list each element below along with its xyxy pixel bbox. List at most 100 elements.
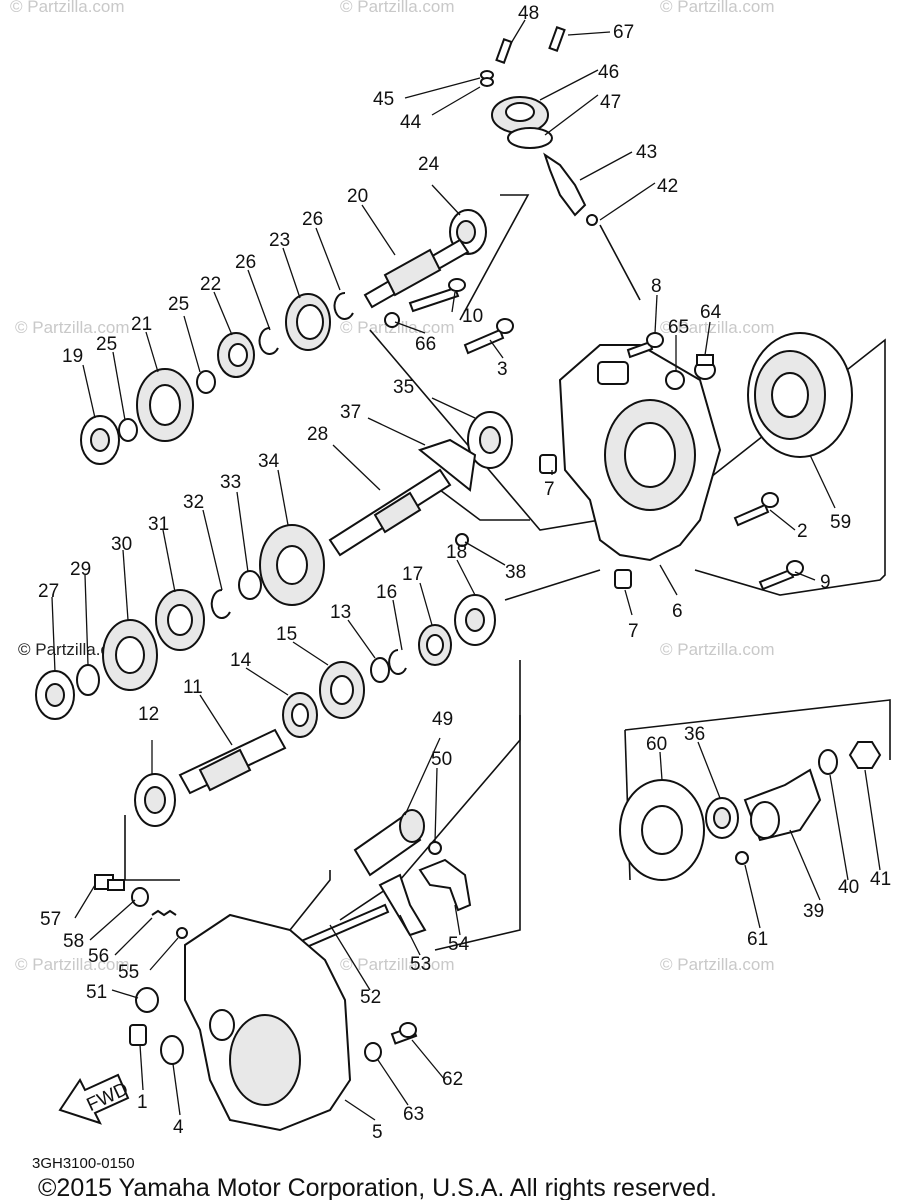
nut-41 xyxy=(848,741,882,769)
shift-drum-49 xyxy=(353,809,442,877)
callout-label: 2 xyxy=(797,521,808,542)
callout-label: 49 xyxy=(432,709,453,730)
callout-label: 67 xyxy=(613,22,634,43)
gear-14 xyxy=(282,692,318,738)
callout-label: 4 xyxy=(173,1117,184,1138)
callout-label: 16 xyxy=(376,582,397,603)
callout-label: 63 xyxy=(403,1104,424,1125)
callout-label: 14 xyxy=(230,650,252,671)
switch-43 xyxy=(543,152,598,226)
shaft-11 xyxy=(178,728,287,795)
dowel-1 xyxy=(129,1024,147,1046)
callout-label: 12 xyxy=(138,704,159,725)
gear-22 xyxy=(217,332,255,378)
watermark: © Partzilla.com xyxy=(660,0,775,16)
callout-label: 10 xyxy=(462,306,483,327)
callout-label: 55 xyxy=(118,962,139,983)
flange-60 xyxy=(619,779,705,881)
callout-label: 23 xyxy=(269,230,290,251)
gear-23 xyxy=(285,293,331,351)
callout-label: 26 xyxy=(235,252,256,273)
screw-38 xyxy=(455,533,469,547)
fwd-arrow-icon: FWD xyxy=(58,1073,132,1125)
housing-6 xyxy=(558,344,722,562)
fork-53 xyxy=(378,873,427,937)
bearing-35 xyxy=(467,411,513,469)
bearing-18 xyxy=(454,594,496,646)
callout-label: 54 xyxy=(448,934,470,955)
bearing-24 xyxy=(449,209,487,255)
bolt-2 xyxy=(733,492,779,527)
shaft-28 xyxy=(328,468,452,557)
callout-label: 65 xyxy=(668,317,689,338)
ball-55 xyxy=(176,927,188,939)
watermark: © Partzilla.com xyxy=(340,0,455,16)
watermark: © Partzilla.com xyxy=(660,318,775,337)
copyright-notice: ©2015 Yamaha Motor Corporation, U.S.A. A… xyxy=(38,1174,717,1200)
callout-label: 61 xyxy=(747,929,768,950)
callout-label: 50 xyxy=(431,749,452,770)
washer-58 xyxy=(131,887,149,907)
callout-label: 51 xyxy=(86,982,107,1003)
washer-65 xyxy=(665,370,685,390)
callout-label: 7 xyxy=(544,479,555,500)
bolt-9 xyxy=(758,560,804,591)
callout-label: 62 xyxy=(442,1069,463,1090)
case-5 xyxy=(184,913,352,1132)
callout-label: 22 xyxy=(200,274,221,295)
washer-66 xyxy=(384,312,400,328)
callout-label: 3 xyxy=(497,359,508,380)
bushing-29 xyxy=(76,664,100,696)
watermark: © Partzilla.com xyxy=(340,955,455,974)
callout-label: 1 xyxy=(137,1092,148,1113)
watermark: © Partzilla.com xyxy=(15,955,130,974)
washer-63 xyxy=(364,1042,382,1062)
callout-label: 57 xyxy=(40,909,61,930)
washer-13 xyxy=(370,657,390,683)
callout-label: 38 xyxy=(505,562,526,583)
callout-label: 32 xyxy=(183,492,204,513)
callout-label: 64 xyxy=(700,302,722,323)
bolt-62 xyxy=(390,1022,418,1045)
callout-label: 13 xyxy=(330,602,351,623)
bearing-27 xyxy=(35,670,75,720)
plug-64 xyxy=(694,354,716,380)
callout-label: 5 xyxy=(372,1122,383,1143)
circlip-32 xyxy=(210,588,231,619)
callout-label: 25 xyxy=(168,294,189,315)
callout-labels: 48 67 45 44 46 47 43 42 24 20 26 23 26 2… xyxy=(38,3,891,1143)
bolt-8 xyxy=(626,332,664,359)
callout-label: 28 xyxy=(307,424,328,445)
washer-25 xyxy=(118,418,138,442)
callout-label: 60 xyxy=(646,734,667,755)
watermark: © Partzilla.com xyxy=(660,640,775,659)
callout-label: 44 xyxy=(400,112,422,133)
callout-label: 66 xyxy=(415,334,436,355)
callout-label: 46 xyxy=(598,62,619,83)
yoke-39 xyxy=(743,768,822,842)
cover-59 xyxy=(747,332,853,458)
callout-label: 35 xyxy=(393,377,414,398)
gear-34 xyxy=(259,524,325,606)
callout-label: 34 xyxy=(258,451,280,472)
callout-label: 42 xyxy=(657,176,678,197)
circlip-26 xyxy=(258,326,279,355)
callout-label: 18 xyxy=(446,542,467,563)
callout-label: 29 xyxy=(70,559,91,580)
callout-label: 41 xyxy=(870,869,891,890)
watermark: © Partzilla.com xyxy=(340,318,455,337)
watermark: © Partzilla.com xyxy=(660,955,775,974)
seal-51 xyxy=(135,987,159,1013)
part-code: 3GH3100-0150 xyxy=(32,1155,135,1172)
circlip-16 xyxy=(388,649,407,675)
callout-label: 8 xyxy=(651,276,662,297)
callout-label: 36 xyxy=(684,724,705,745)
callout-label: 26 xyxy=(302,209,323,230)
callout-label: 43 xyxy=(636,142,657,163)
plug-57 xyxy=(94,874,125,891)
callout-label: 9 xyxy=(820,572,831,593)
callout-label: 40 xyxy=(838,877,859,898)
circlip-26 xyxy=(333,291,354,320)
callout-label: 27 xyxy=(38,581,59,602)
